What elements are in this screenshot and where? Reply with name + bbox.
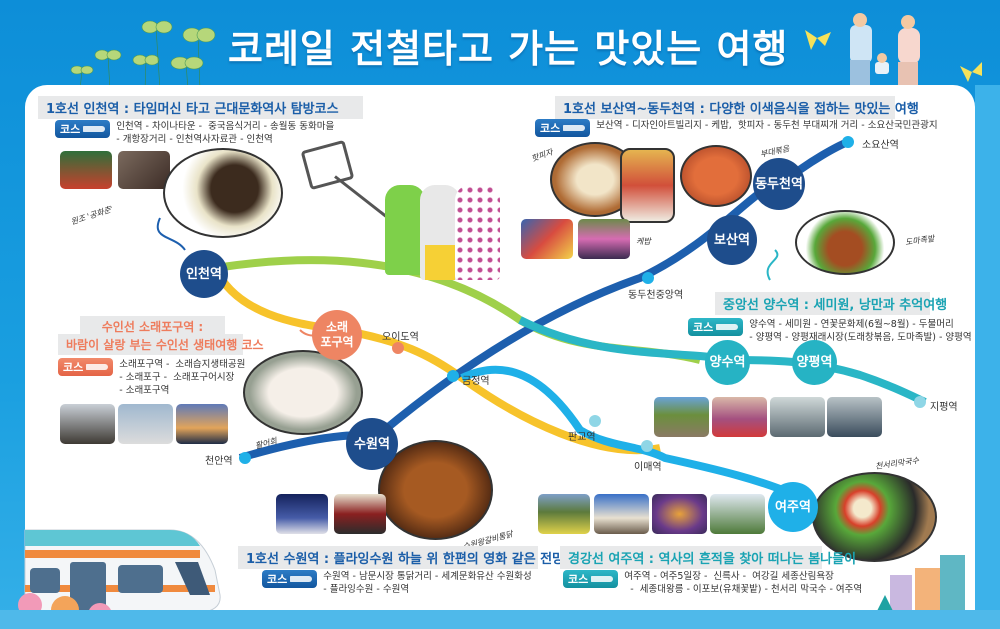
station-dongducheon-jungang[interactable]: 동두천중앙역 <box>628 290 684 301</box>
semiwon-photo <box>654 397 709 437</box>
hwaseong-photo <box>276 494 328 534</box>
floor-band <box>0 610 1000 629</box>
sashimi-dish <box>243 350 363 435</box>
dumulmeori-photo <box>712 397 767 437</box>
yeoju-course-title: 경강선 여주역 : 역사의 흔적을 찾아 떠나는 봄나들이 <box>560 546 856 569</box>
tomb-photo <box>710 494 765 534</box>
yeoju-course: 코스 여주역 - 여주5일장 - 신륵사 - 여강길 세종산림욕장 - 세종대왕… <box>563 570 862 596</box>
yangsu-route: 양수역 - 세미원 - 연꽃문화제(6월~8월) - 두물머리 - 양평역 - … <box>749 319 972 343</box>
train-icon <box>290 576 313 582</box>
right-border <box>975 85 1000 629</box>
temple-photo <box>594 494 649 534</box>
station-yangpyeong[interactable]: 양평역 <box>792 340 837 385</box>
cooking-photo <box>827 397 882 437</box>
station-sorae[interactable]: 소래 포구역 <box>312 310 362 360</box>
chicken-dish <box>378 440 493 540</box>
station-pangyo[interactable]: 판교역 <box>568 432 596 443</box>
sorae-route: 소래포구역 - 소래습지생태공원 - 소래포구 - 소래포구어시장 - 소래포구… <box>119 359 246 396</box>
yeoju-route: 여주역 - 여주5일장 - 신륵사 - 여강길 세종산림욕장 - 세종대왕릉 -… <box>624 571 863 595</box>
harbor-photo <box>176 404 228 444</box>
train-illustration <box>18 529 221 627</box>
station-soyosan[interactable]: 소요산역 <box>862 140 899 151</box>
sprouts-decoration <box>70 20 216 90</box>
course-badge: 코스 <box>535 119 591 137</box>
nammun-market-photo <box>334 494 386 534</box>
incheon-route: 인천역 - 차이나타운 - 중국음식거리 - 송월동 동화마을 - 개항장거리 … <box>116 121 335 145</box>
course-badge: 코스 <box>262 570 318 588</box>
selfie-girls-illustration <box>300 139 510 285</box>
station-yangsu[interactable]: 양수역 <box>705 340 750 385</box>
street-photo <box>118 151 170 189</box>
train-icon <box>83 126 106 132</box>
station-suwon[interactable]: 수원역 <box>346 418 398 470</box>
market-photo <box>770 397 825 437</box>
yangsu-course: 코스 양수역 - 세미원 - 연꽃문화제(6월~8월) - 두물머리 - 양평역… <box>688 318 972 344</box>
jokbal-dish <box>795 210 895 275</box>
train-icon <box>591 576 614 582</box>
train-icon <box>563 125 586 131</box>
art-village-photo <box>521 219 573 259</box>
bosan-course: 코스 보산역 - 디자인아트빌리지 - 케밥, 핫피자 - 동두천 부대찌개 거… <box>535 119 938 137</box>
station-geumjeong[interactable]: 금정역 <box>462 376 490 387</box>
suwon-course-title: 1호선 수원역 : 플라잉수원 하늘 위 한편의 영화 같은 전망코스 <box>238 546 588 569</box>
bosan-course-title: 1호선 보산역~동두천역 : 다양한 이색음식을 접하는 맛있는 여행 <box>555 96 919 119</box>
station-dongducheon[interactable]: 동두천역 <box>753 158 805 210</box>
course-badge: 코스 <box>55 120 111 138</box>
fish-market-photo <box>118 404 173 444</box>
sorae-course: 코스 소래포구역 - 소래습지생태공원 - 소래포구 - 소래포구어시장 - 소… <box>58 358 245 397</box>
kebab-dish <box>620 148 675 223</box>
yangsu-course-title: 중앙선 양수역 : 세미원, 낭만과 추억여행 <box>715 292 947 315</box>
station-oido[interactable]: 오이도역 <box>382 332 419 343</box>
budae-jjigae-dish <box>680 145 752 207</box>
station-cheonan[interactable]: 천안역 <box>205 456 233 467</box>
suwon-route: 수원역 - 남문시장 통닭거리 - 세계문화유산 수원화성 - 플라잉수원 - … <box>323 571 532 595</box>
station-imae[interactable]: 이매역 <box>634 462 662 473</box>
train-icon <box>86 364 109 370</box>
eco-park-photo <box>60 404 115 444</box>
bosan-route: 보산역 - 디자인아트빌리지 - 케밥, 핫피자 - 동두천 부대찌개 거리 -… <box>596 120 938 131</box>
kebab-caption: 케밥 <box>636 237 651 246</box>
incheon-course: 코스 인천역 - 차이나타운 - 중국음식거리 - 송월동 동화마을 - 개항장… <box>55 120 334 146</box>
station-jipyeong[interactable]: 지평역 <box>930 402 958 413</box>
sorae-course-title-2: 바람이 살랑 부는 수인선 생태여행 코스 <box>58 334 264 355</box>
train-icon <box>716 324 739 330</box>
course-badge: 코스 <box>58 358 114 376</box>
jajangmyeon-dish <box>163 148 283 238</box>
festival-photo <box>578 219 630 259</box>
course-badge: 코스 <box>563 570 619 588</box>
lantern-photo <box>652 494 707 534</box>
chinatown-gate-photo <box>60 151 112 189</box>
page-title: 코레일 전철타고 가는 맛있는 여행 <box>228 27 789 71</box>
suwon-course: 코스 수원역 - 남문시장 통닭거리 - 세계문화유산 수원화성 - 플라잉수원… <box>262 570 532 596</box>
incheon-course-title: 1호선 인천역 : 타임머신 타고 근대문화역사 탐방코스 <box>38 96 363 119</box>
station-yeoju[interactable]: 여주역 <box>768 482 818 532</box>
station-bosan[interactable]: 보산역 <box>707 215 757 265</box>
station-incheon[interactable]: 인천역 <box>180 250 228 298</box>
makguksu-dish <box>812 472 937 562</box>
family-illustration <box>805 13 982 90</box>
course-badge: 코스 <box>688 318 744 336</box>
canola-field-photo <box>538 494 590 534</box>
sorae-course-title-1: 수인선 소래포구역 : <box>80 316 225 337</box>
